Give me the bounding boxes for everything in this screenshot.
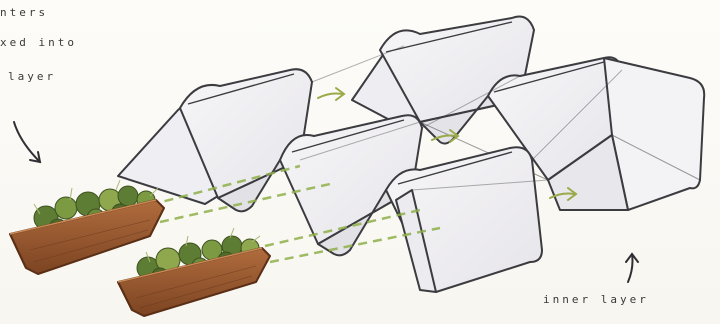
annotation-top-line-1: nters [0, 6, 49, 19]
curved-arrow-down-icon [13, 121, 42, 164]
annotation-top-line-3: layer [8, 70, 57, 83]
annotation-inner-layer: inner layer [543, 293, 649, 306]
planter-box-2 [117, 227, 271, 317]
insertion-guide-lines [149, 164, 441, 264]
curved-arrow-up-icon [625, 252, 639, 283]
outer-layer-panel [117, 45, 623, 293]
green-arrow-icon [317, 87, 578, 201]
annotation-top-line-2: xed into [0, 36, 77, 49]
inner-layer-panel [351, 15, 706, 211]
planter-box-1 [9, 179, 165, 275]
